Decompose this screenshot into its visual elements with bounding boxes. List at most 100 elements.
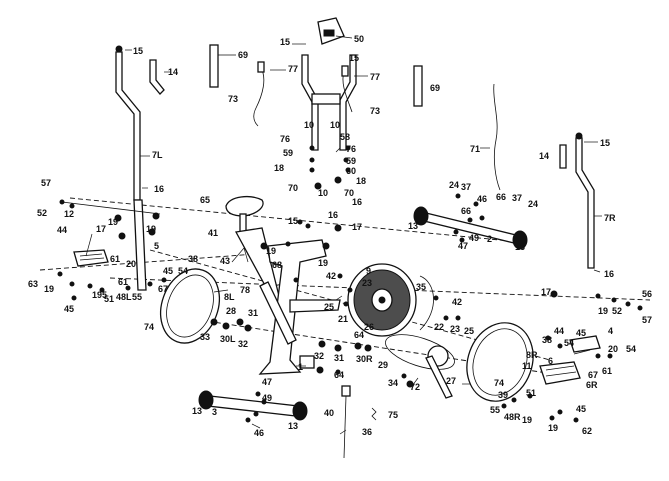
- callout-24: 24: [528, 199, 538, 209]
- callout-69: 69: [238, 50, 248, 60]
- callout-13: 13: [288, 421, 298, 431]
- callout-19: 19: [146, 224, 156, 234]
- callout-19: 19: [108, 217, 118, 227]
- roller-13-right-part: [512, 230, 528, 250]
- callout-23: 23: [362, 278, 372, 288]
- callout-37: 37: [461, 182, 471, 192]
- assembly-axis-lines: [39, 197, 651, 376]
- callout-7L: 7L: [152, 150, 163, 160]
- flywheel-9-part: [347, 263, 417, 337]
- callout-65: 65: [200, 195, 210, 205]
- grip-tube-14-left-part: [149, 59, 165, 95]
- callout-20: 20: [608, 344, 618, 354]
- adjust-rod-36-part: [341, 385, 351, 459]
- callout-51: 51: [104, 294, 114, 304]
- callout-18: 18: [274, 163, 284, 173]
- callout-78: 78: [240, 285, 250, 295]
- callout-35: 35: [416, 282, 426, 292]
- callout-30L: 30L: [220, 334, 236, 344]
- callout-32: 32: [238, 339, 248, 349]
- callout-30R: 30R: [356, 354, 373, 364]
- callout-77: 77: [288, 64, 298, 74]
- callout-63: 63: [28, 279, 38, 289]
- callout-10: 10: [318, 188, 328, 198]
- callout-195: 195: [92, 290, 107, 300]
- callout-16: 16: [352, 197, 362, 207]
- callout-60: 60: [346, 166, 356, 176]
- callout-labels: 15 14 69 50 15 15 77 77 73 73 69 10 10 5…: [28, 34, 652, 438]
- callout-46: 46: [477, 194, 487, 204]
- callout-13: 13: [408, 221, 418, 231]
- callout-77: 77: [370, 72, 380, 82]
- upper-left-handlebar-part: [115, 45, 141, 201]
- callout-31: 31: [334, 353, 344, 363]
- callout-16: 16: [154, 184, 164, 194]
- callout-25: 25: [464, 326, 474, 336]
- callout-38: 38: [542, 335, 552, 345]
- callout-69: 69: [430, 83, 440, 93]
- callout-9: 9: [366, 266, 371, 276]
- callout-8L: 8L: [224, 292, 235, 302]
- callout-19: 19: [522, 415, 532, 425]
- callout-71: 71: [470, 144, 480, 154]
- callout-26: 26: [364, 322, 374, 332]
- callout-15: 15: [133, 46, 143, 56]
- callout-55: 55: [490, 405, 500, 415]
- callout-15: 15: [288, 216, 298, 226]
- callout-52: 52: [612, 306, 622, 316]
- callout-46: 46: [254, 428, 264, 438]
- callout-40: 40: [324, 408, 334, 418]
- callout-27: 27: [446, 376, 456, 386]
- callout-21: 21: [338, 314, 348, 324]
- callout-16: 16: [604, 269, 614, 279]
- callout-68: 68: [272, 260, 282, 270]
- callout-66: 66: [496, 192, 506, 202]
- callout-43: 43: [220, 256, 230, 266]
- callout-73: 73: [370, 106, 380, 116]
- callout-45: 45: [576, 404, 586, 414]
- center-handlebar-post-part: [301, 54, 357, 151]
- callout-15: 15: [349, 53, 359, 63]
- callout-34: 34: [388, 378, 398, 388]
- callout-19: 19: [44, 284, 54, 294]
- callout-62: 62: [582, 426, 592, 436]
- callout-47: 47: [262, 377, 272, 387]
- callout-54: 54: [626, 344, 636, 354]
- roller-13-left-part: [413, 206, 429, 226]
- pedal-right-part: [539, 361, 581, 385]
- callout-64: 64: [354, 330, 364, 340]
- pedal-arm-78-part: [259, 281, 297, 345]
- callout-45: 45: [64, 304, 74, 314]
- callout-14: 14: [168, 67, 178, 77]
- callout-76: 76: [346, 144, 356, 154]
- callout-13: 13: [515, 242, 525, 252]
- callout-45: 45: [576, 328, 586, 338]
- callout-74: 74: [144, 322, 154, 332]
- callout-10: 10: [330, 120, 340, 130]
- callout-73: 73: [228, 94, 238, 104]
- callout-29: 29: [378, 360, 388, 370]
- callout-59: 59: [346, 156, 356, 166]
- callout-15: 15: [280, 37, 290, 47]
- callout-75: 75: [388, 410, 398, 420]
- callout-41: 41: [208, 228, 218, 238]
- callout-36: 36: [362, 427, 372, 437]
- callout-12: 12: [64, 209, 74, 219]
- callout-6: 6: [548, 356, 553, 366]
- callout-50: 50: [354, 34, 364, 44]
- console-50-part: [317, 17, 345, 45]
- callout-56: 56: [642, 289, 652, 299]
- callout-61: 61: [118, 277, 128, 287]
- callout-66: 66: [461, 206, 471, 216]
- callout-10: 10: [304, 120, 314, 130]
- belt-35-part: [419, 275, 434, 331]
- callout-17: 17: [541, 287, 551, 297]
- callout-23: 23: [450, 324, 460, 334]
- tube-69-left-part: [209, 44, 219, 88]
- callout-18: 18: [356, 176, 366, 186]
- callout-61: 61: [602, 366, 612, 376]
- roller-13-rear-right-part: [292, 401, 308, 421]
- callout-44: 44: [554, 326, 564, 336]
- callout-72: 72: [410, 382, 420, 392]
